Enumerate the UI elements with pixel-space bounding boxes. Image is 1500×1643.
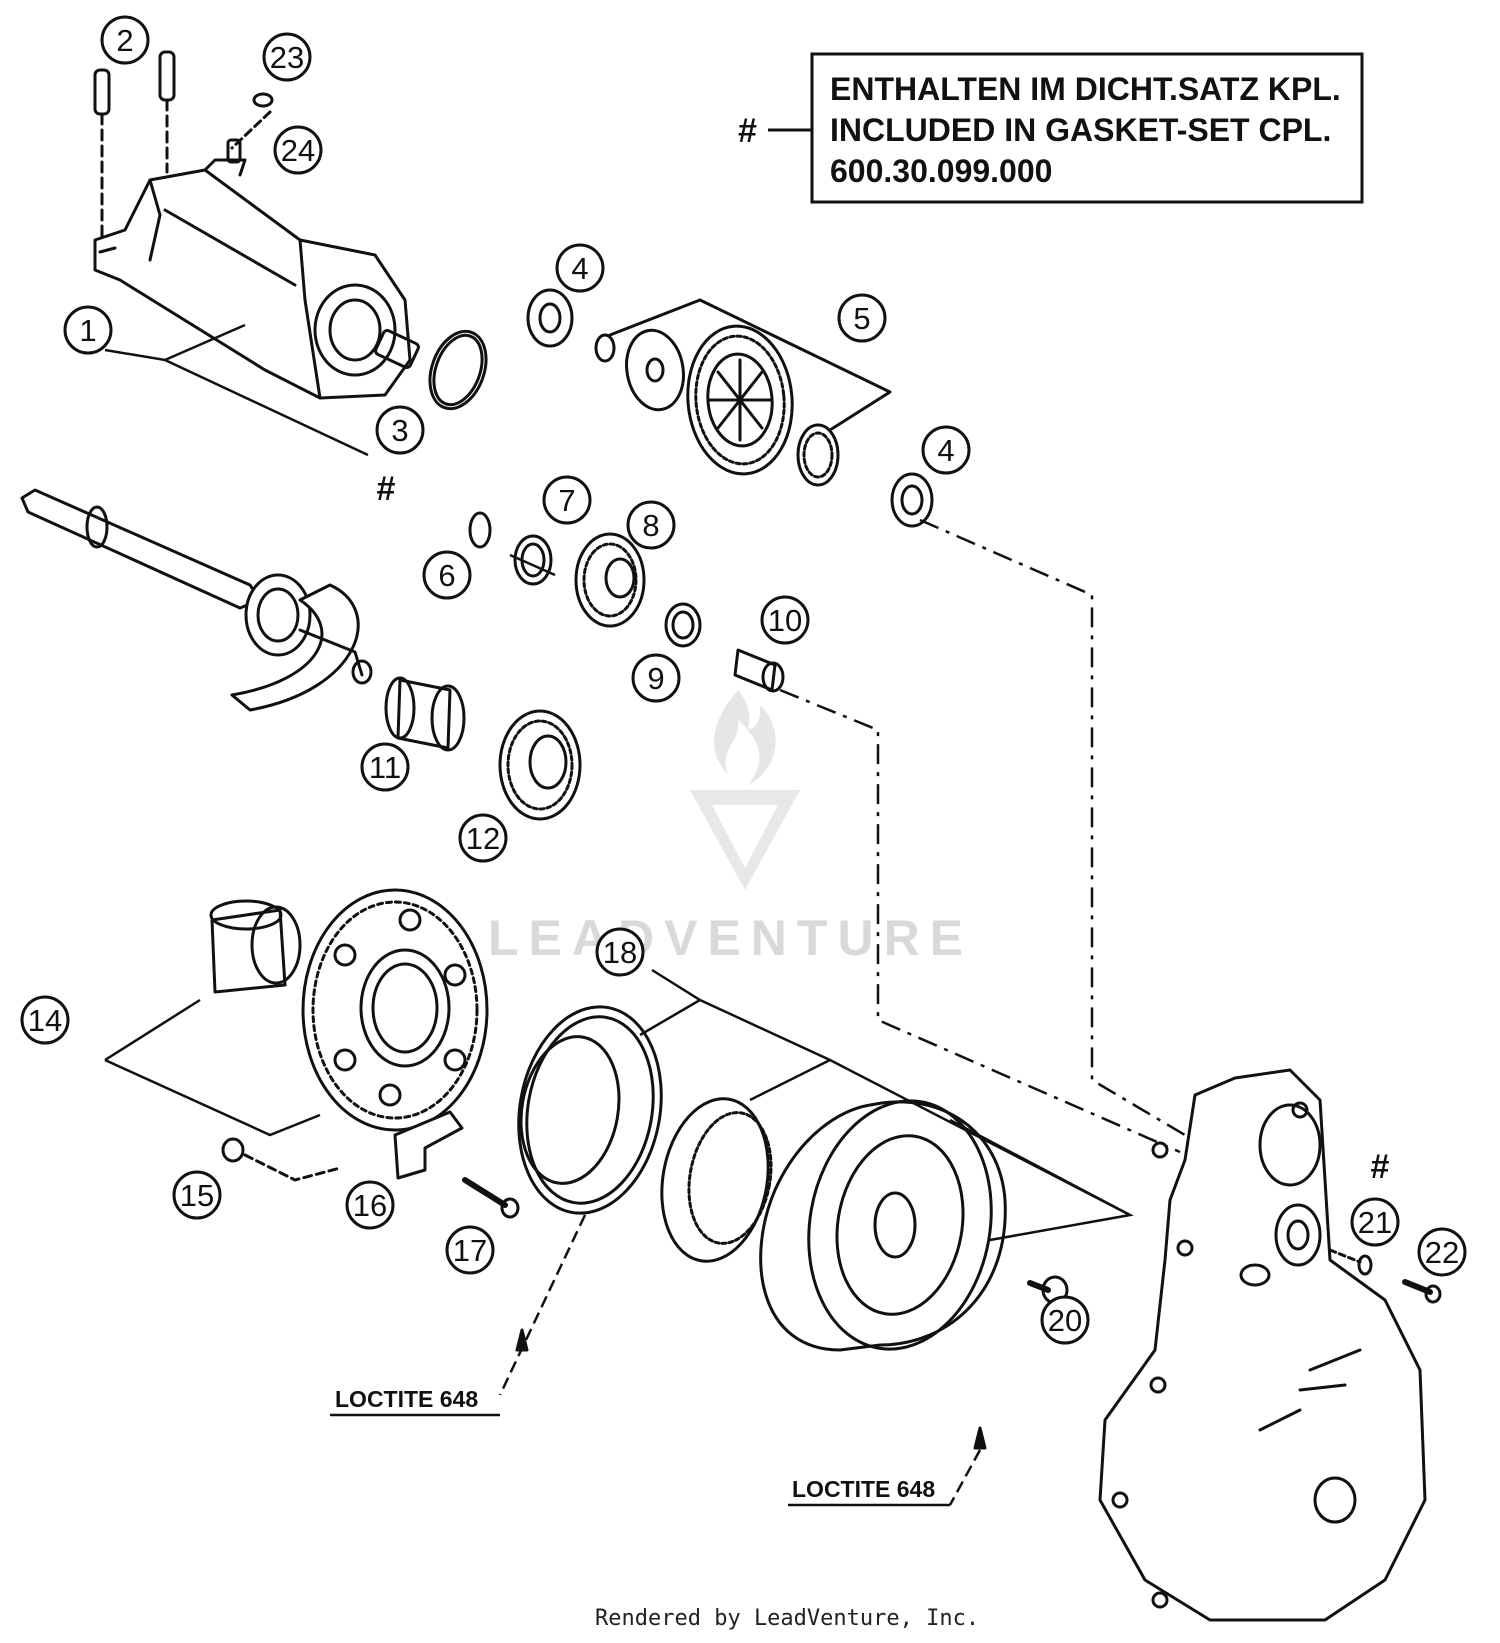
callout-label: 8 <box>642 508 659 543</box>
callout-label: 21 <box>1358 1205 1392 1240</box>
callout-label: 2 <box>116 23 133 58</box>
callout-22: 22 <box>1417 1227 1467 1277</box>
loctite-label-seal: LOCTITE 648 <box>335 1386 478 1412</box>
callout-10: 10 <box>760 595 810 645</box>
callout-14: 14 <box>20 995 70 1045</box>
callout-label: 23 <box>270 40 304 75</box>
callout-21: 21 <box>1350 1197 1400 1247</box>
callout-17: 17 <box>445 1225 495 1275</box>
callout-4b: 4 <box>921 425 971 475</box>
note-line-2: INCLUDED IN GASKET-SET CPL. <box>830 112 1331 148</box>
parts-drawing <box>20 50 1442 1622</box>
callout-label: 4 <box>571 251 588 286</box>
callouts: 1 2 3 4 4 5 6 7 8 9 10 11 12 14 15 16 17… <box>20 15 1467 1345</box>
callout-6: 6 <box>422 550 472 600</box>
callout-label: 17 <box>453 1233 487 1268</box>
callout-label: 11 <box>369 750 401 785</box>
mounting-screws <box>93 50 176 242</box>
callout-label: 24 <box>281 133 315 168</box>
callout-label: 7 <box>558 483 575 518</box>
callout-2: 2 <box>100 15 150 65</box>
footer-credit: Rendered by LeadVenture, Inc. <box>595 1606 979 1631</box>
callout-16: 16 <box>345 1180 395 1230</box>
callout-label: 9 <box>647 661 664 696</box>
callout-15: 15 <box>172 1170 222 1220</box>
callout-label: 5 <box>853 301 870 336</box>
loctite-label-rotor: LOCTITE 648 <box>792 1476 935 1502</box>
callout-label: 22 <box>1425 1235 1459 1270</box>
callout-label: 18 <box>603 935 637 970</box>
note-hash-mark: # <box>738 112 757 150</box>
callout-label: 12 <box>466 821 500 856</box>
note-line-1: ENTHALTEN IM DICHT.SATZ KPL. <box>830 71 1341 107</box>
note-line-3: 600.30.099.000 <box>830 153 1052 189</box>
callout-label: 4 <box>937 433 954 468</box>
callout-label: 15 <box>180 1178 214 1213</box>
callout-1: 1 <box>63 305 113 355</box>
callout-23: 23 <box>262 32 312 82</box>
callout-11: 11 <box>360 742 410 792</box>
callout-18: 18 <box>595 927 645 977</box>
watermark-v-logo-icon <box>690 790 800 890</box>
callout-label: 3 <box>391 413 408 448</box>
watermark-flame-icon <box>714 690 776 785</box>
watermark: LEADVENTURE <box>488 690 973 966</box>
note-box <box>810 52 1364 204</box>
callout-label: 14 <box>28 1003 62 1038</box>
watermark-text: LEADVENTURE <box>488 910 973 966</box>
callout-4a: 4 <box>555 243 605 293</box>
callout-label: 20 <box>1048 1303 1082 1338</box>
gasket-set-note: # ENTHALTEN IM DICHT.SATZ KPL. INCLUDED … <box>738 52 1364 204</box>
ignition-cover <box>1098 1068 1427 1622</box>
callout-label: 6 <box>438 558 455 593</box>
callout-label: 16 <box>353 1188 387 1223</box>
callout-7: 7 <box>542 475 592 525</box>
hash-mark-o-ring: # <box>377 470 396 508</box>
callout-9: 9 <box>631 653 681 703</box>
starter-motor <box>93 158 420 400</box>
callout-20: 20 <box>1040 1295 1090 1345</box>
leader-lines <box>104 323 1191 1507</box>
callout-label: 1 <box>79 313 96 348</box>
callout-label: 10 <box>768 603 802 638</box>
kickstart-shaft <box>20 488 373 712</box>
callout-3: 3 <box>375 405 425 455</box>
callout-8: 8 <box>626 500 676 550</box>
callout-5: 5 <box>837 293 887 343</box>
hash-mark-washer: # <box>1371 1148 1390 1186</box>
callout-24: 24 <box>273 125 323 175</box>
callout-12: 12 <box>458 813 508 863</box>
